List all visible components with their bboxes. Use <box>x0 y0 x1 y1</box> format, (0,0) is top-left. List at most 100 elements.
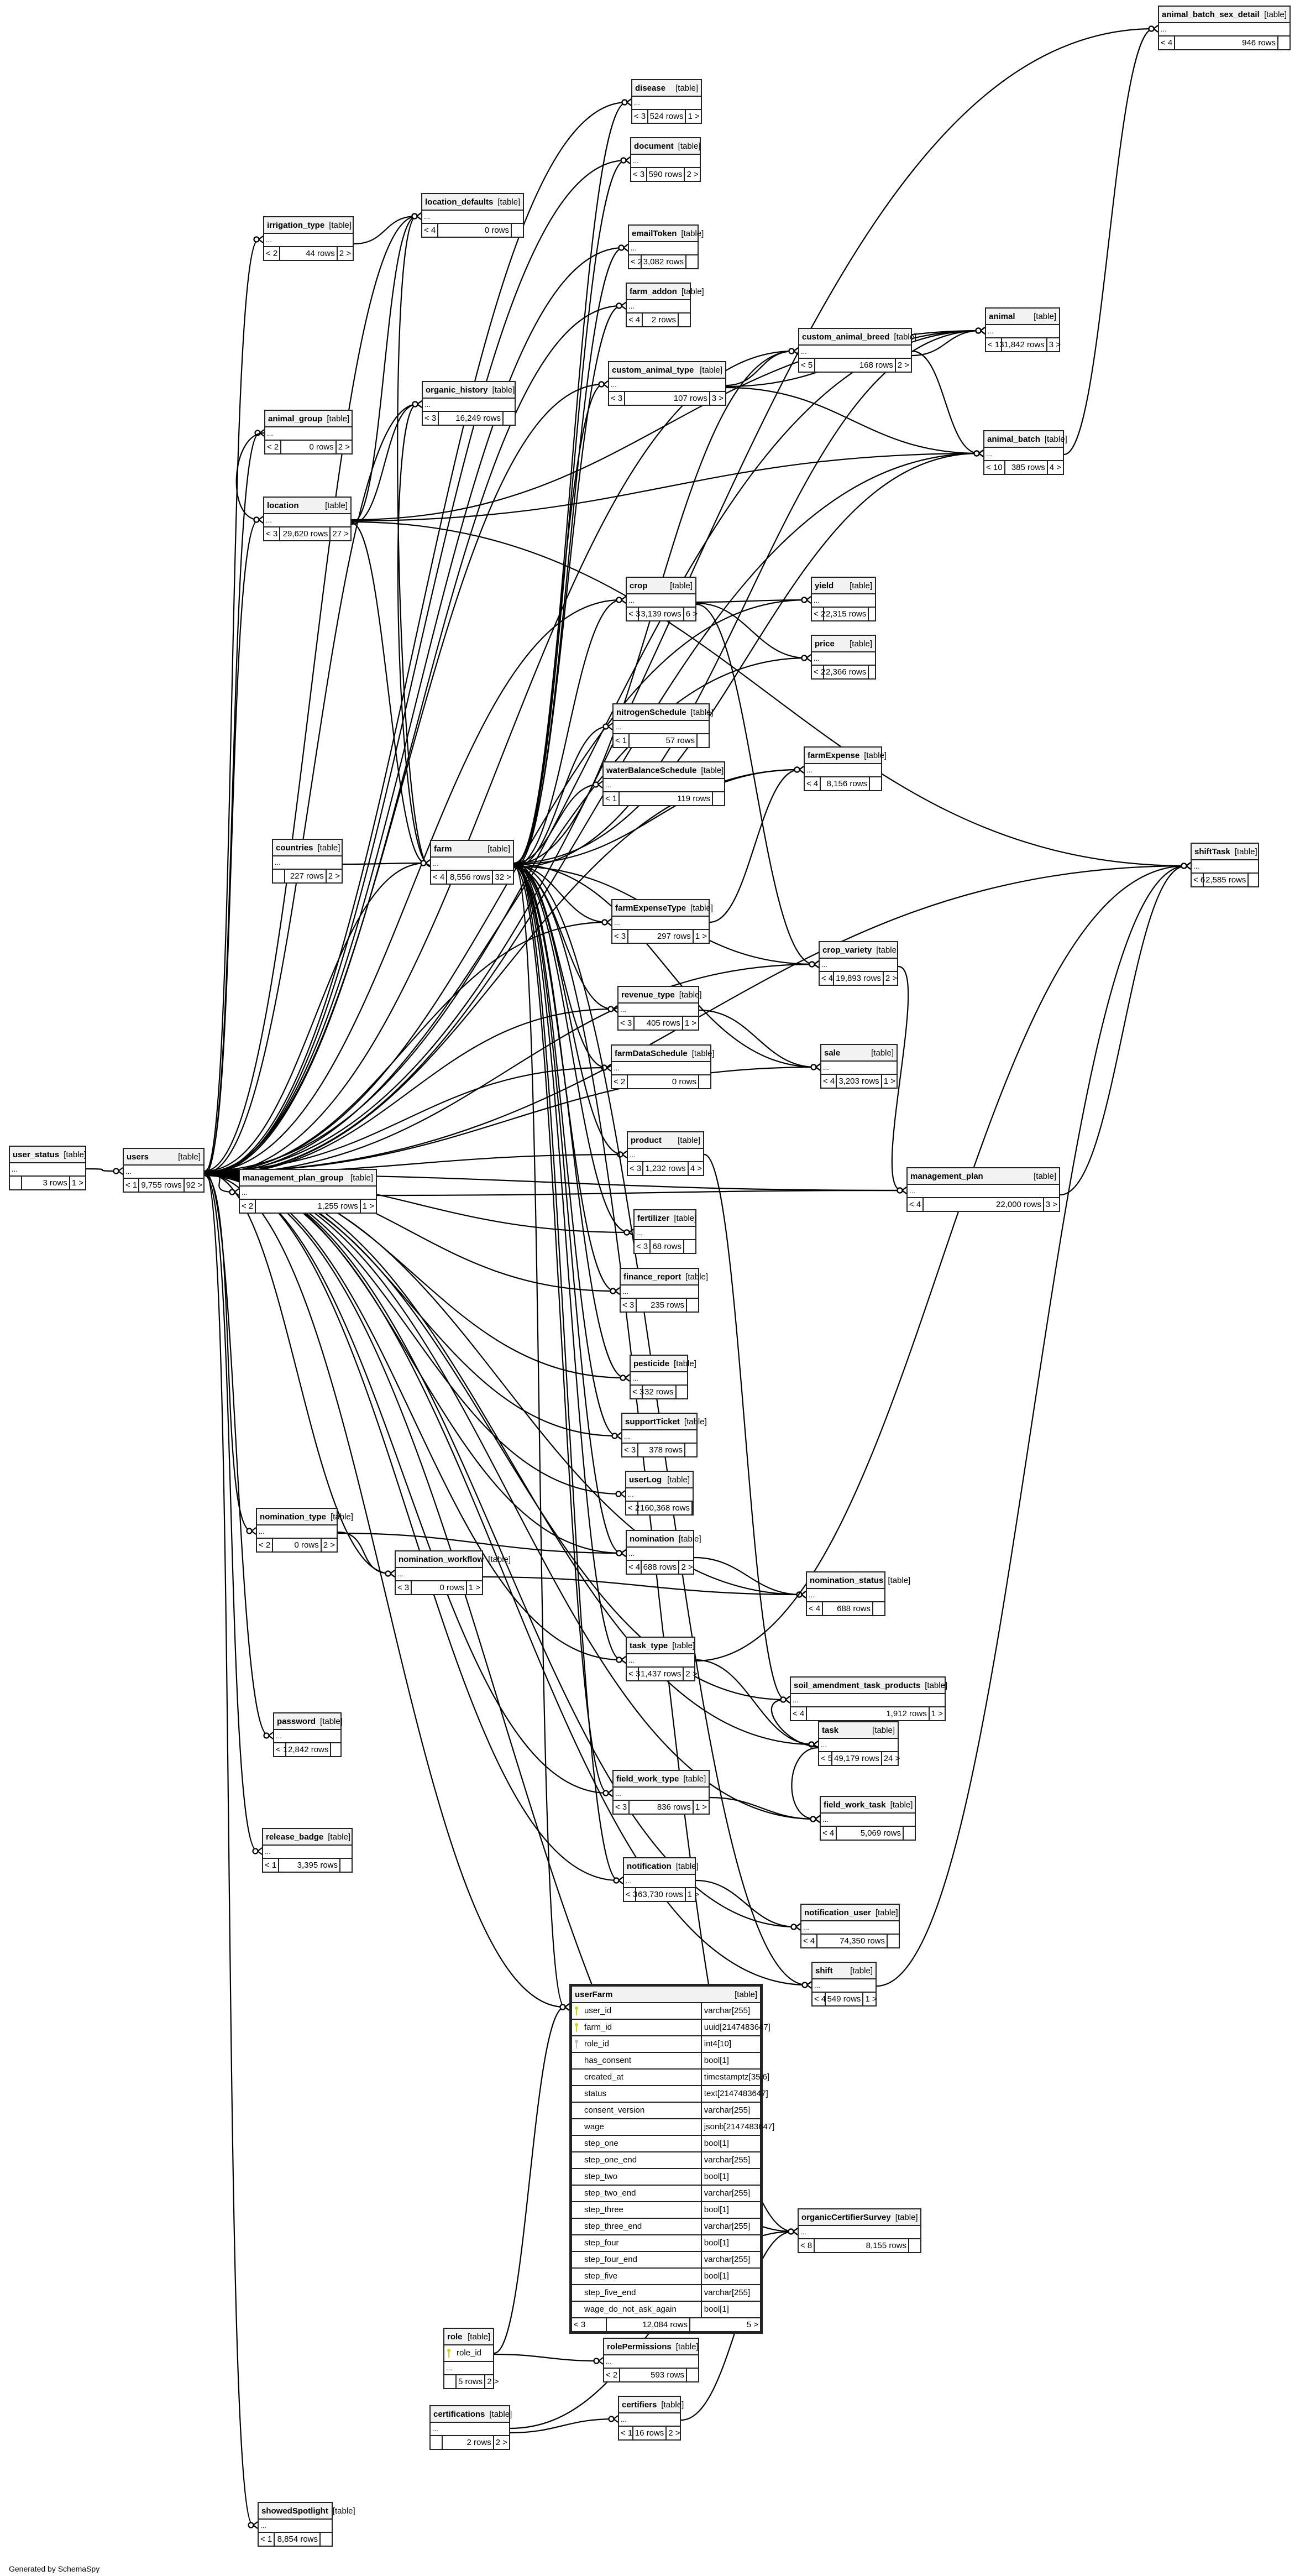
table-name[interactable]: certifiers <box>622 2400 657 2410</box>
table-name[interactable]: farm_addon <box>630 286 677 296</box>
children-link[interactable]: 2 > <box>685 1669 698 1679</box>
table-name[interactable]: field_work_task <box>824 1800 886 1810</box>
table-name[interactable]: organicCertifierSurvey <box>801 2212 891 2222</box>
table-name[interactable]: notification <box>627 1861 672 1871</box>
table-name[interactable]: farmDataSchedule <box>615 1048 688 1058</box>
parents-link[interactable] <box>273 870 285 882</box>
table-name[interactable]: task <box>822 1725 839 1735</box>
children-link[interactable]: 1 > <box>695 932 707 941</box>
parents-link[interactable]: < 3 <box>618 1017 635 1030</box>
parents-link[interactable]: < 3 <box>423 412 439 425</box>
parents-link[interactable]: < 3 <box>631 1386 644 1398</box>
parents-link[interactable]: < 2 <box>257 1539 274 1551</box>
children-link[interactable]: 2 > <box>668 2428 680 2438</box>
table-name[interactable]: location <box>267 500 299 510</box>
children-link[interactable]: 1 > <box>931 1709 943 1718</box>
children-link[interactable]: 2 > <box>487 2377 499 2386</box>
table-name[interactable]: management_plan_group <box>243 1173 344 1183</box>
table-name[interactable]: soil_amendment_task_products <box>794 1680 921 1690</box>
parents-link[interactable]: < 4 <box>422 224 439 237</box>
children-link[interactable]: 1 > <box>883 1077 895 1086</box>
table-name[interactable]: nomination <box>630 1534 674 1544</box>
parents-link[interactable]: < 3 <box>621 1299 637 1311</box>
table-name[interactable]: user_status <box>13 1149 60 1159</box>
children-link[interactable] <box>331 1743 342 1756</box>
parents-link[interactable]: < 3 <box>572 2318 607 2331</box>
parents-link[interactable]: < 4 <box>431 871 448 884</box>
table-name[interactable]: custom_animal_breed <box>802 332 890 342</box>
table-name[interactable]: organic_history <box>426 385 488 395</box>
table-name[interactable]: rolePermissions <box>607 2342 672 2352</box>
table-name[interactable]: emailToken <box>632 228 677 238</box>
parents-link[interactable]: < 1 <box>604 792 620 805</box>
children-link[interactable]: 27 > <box>332 529 349 539</box>
table-name[interactable]: password <box>277 1716 316 1726</box>
table-name[interactable]: animal_batch_sex_detail <box>1162 9 1260 19</box>
table-name[interactable]: users <box>127 1152 149 1162</box>
table-name[interactable]: location_defaults <box>425 197 494 207</box>
children-link[interactable] <box>713 792 724 805</box>
parents-link[interactable]: < 2 <box>812 666 825 678</box>
children-link[interactable]: 1 > <box>468 1583 480 1592</box>
table-name[interactable]: yield <box>815 581 834 591</box>
children-link[interactable]: 5 > <box>746 2320 758 2329</box>
parents-link[interactable]: < 2 <box>629 255 642 268</box>
children-link[interactable] <box>504 412 515 425</box>
table-name[interactable]: farmExpense <box>808 750 860 760</box>
children-link[interactable]: 2 > <box>338 442 350 452</box>
children-link[interactable] <box>340 1859 352 1872</box>
children-link[interactable] <box>687 1299 698 1311</box>
table-name[interactable]: farm <box>434 844 452 854</box>
parents-link[interactable]: < 5 <box>799 359 816 372</box>
children-link[interactable] <box>1249 874 1260 886</box>
parents-link[interactable]: < 1 <box>614 734 630 747</box>
children-link[interactable] <box>1278 36 1289 49</box>
children-link[interactable] <box>909 2239 920 2252</box>
parents-link[interactable]: < 3 <box>396 1581 412 1594</box>
table-name[interactable]: nitrogenSchedule <box>616 707 686 717</box>
parents-link[interactable]: < 3 <box>609 392 626 405</box>
parents-link[interactable]: < 3 <box>624 1888 637 1901</box>
parents-link[interactable]: < 4 <box>1159 36 1176 49</box>
children-link[interactable]: 1 > <box>687 1890 699 1899</box>
parents-link[interactable]: < 4 <box>812 1993 826 2005</box>
table-name[interactable]: revenue_type <box>621 990 675 1000</box>
children-link[interactable]: 92 > <box>186 1180 203 1190</box>
children-link[interactable] <box>677 1386 688 1398</box>
table-name[interactable]: sale <box>824 1048 841 1058</box>
children-link[interactable]: 4 > <box>1049 463 1061 472</box>
parents-link[interactable]: < 2 <box>240 1200 256 1213</box>
children-link[interactable]: 3 > <box>711 394 724 403</box>
parents-link[interactable]: < 13 <box>986 338 1004 351</box>
parents-link[interactable]: < 5 <box>819 1752 832 1765</box>
